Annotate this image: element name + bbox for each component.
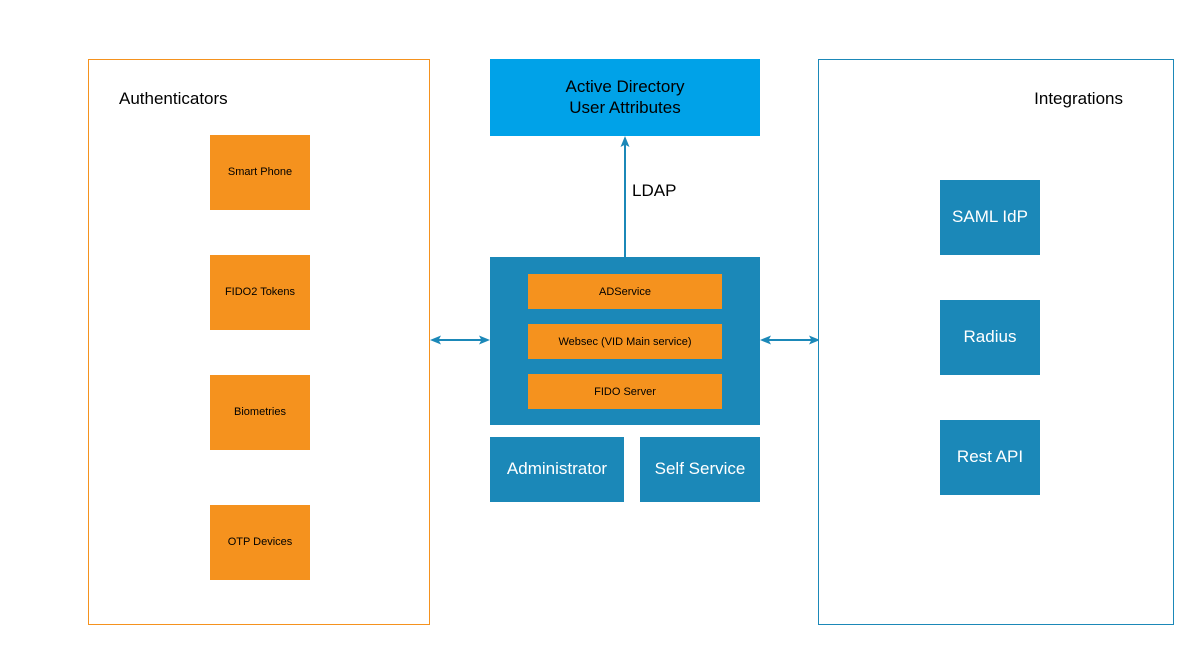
connector-vid-to-integrations (760, 335, 820, 345)
node-label: SAML IdP (952, 207, 1028, 227)
service-item-label: Websec (VID Main service) (558, 335, 692, 348)
node-radius[interactable]: Radius (940, 300, 1040, 375)
node-label: OTP Devices (227, 536, 293, 549)
node-biometries[interactable]: Biometries (210, 375, 310, 450)
service-item-websec[interactable]: Websec (VID Main service) (528, 324, 722, 359)
service-item-fido-server[interactable]: FIDO Server (528, 374, 722, 409)
node-label: Smart Phone (227, 166, 293, 179)
node-active-directory[interactable]: Active Directory User Attributes (490, 59, 760, 136)
service-item-label: ADService (599, 285, 651, 298)
connector-label-ldap: LDAP (632, 181, 677, 200)
node-otp-devices[interactable]: OTP Devices (210, 505, 310, 580)
node-administrator-console[interactable]: Administrator (490, 437, 624, 502)
node-label: Self Service (654, 459, 746, 479)
node-label-line2: User Attributes (569, 97, 681, 117)
connector-ldap (620, 136, 630, 262)
node-label: FIDO2 Tokens (224, 286, 296, 299)
panel-title-authenticators: Authenticators (119, 89, 228, 108)
node-self-service-console[interactable]: Self Service (640, 437, 760, 502)
node-rest-api[interactable]: Rest API (940, 420, 1040, 495)
node-label: Radius (963, 327, 1017, 347)
node-label-line1: Active Directory (565, 77, 685, 97)
panel-title-integrations: Integrations (1034, 89, 1123, 108)
node-label: Biometries (234, 406, 286, 419)
service-item-label: FIDO Server (594, 385, 656, 398)
service-container-vid: ADService Websec (VID Main service) FIDO… (490, 257, 760, 425)
connector-authenticators-to-vid (430, 335, 490, 345)
node-saml-idp[interactable]: SAML IdP (940, 180, 1040, 255)
node-label: Rest API (956, 447, 1024, 467)
node-label: Administrator (506, 459, 608, 479)
service-item-adservice[interactable]: ADService (528, 274, 722, 309)
node-fido2-tokens[interactable]: FIDO2 Tokens (210, 255, 310, 330)
node-smart-phone[interactable]: Smart Phone (210, 135, 310, 210)
